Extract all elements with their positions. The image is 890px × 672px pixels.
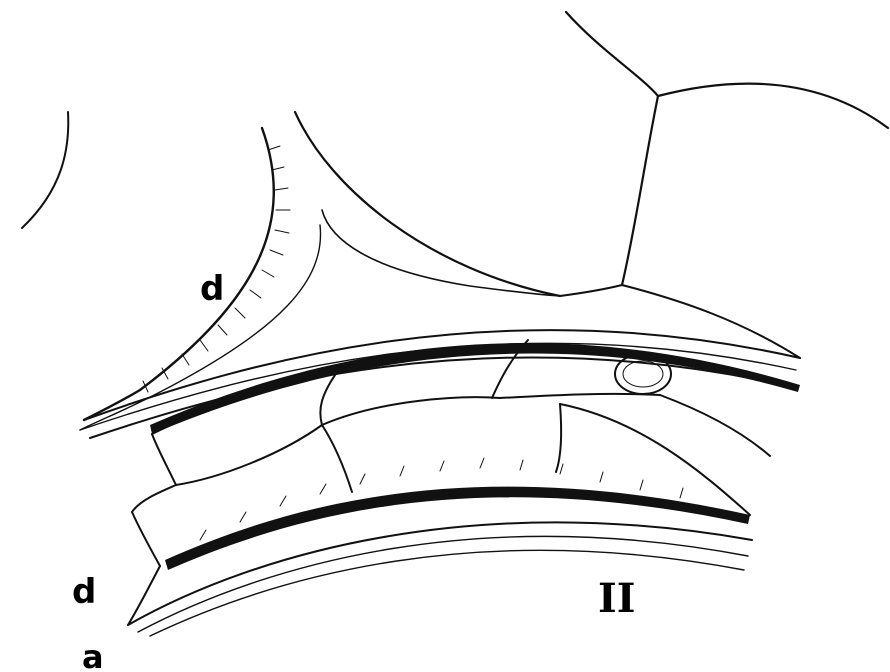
- label-d-lower: d: [72, 572, 96, 612]
- label-d-upper: d: [200, 269, 224, 309]
- label-a: a: [82, 638, 104, 672]
- figure-number: II: [598, 575, 635, 622]
- upper-cuticle-band: [150, 343, 800, 434]
- upper-large-cells: [295, 12, 888, 358]
- round-inclusion-inner: [623, 361, 663, 387]
- outer-walls: [80, 330, 800, 438]
- upper-left-arc: [22, 112, 68, 228]
